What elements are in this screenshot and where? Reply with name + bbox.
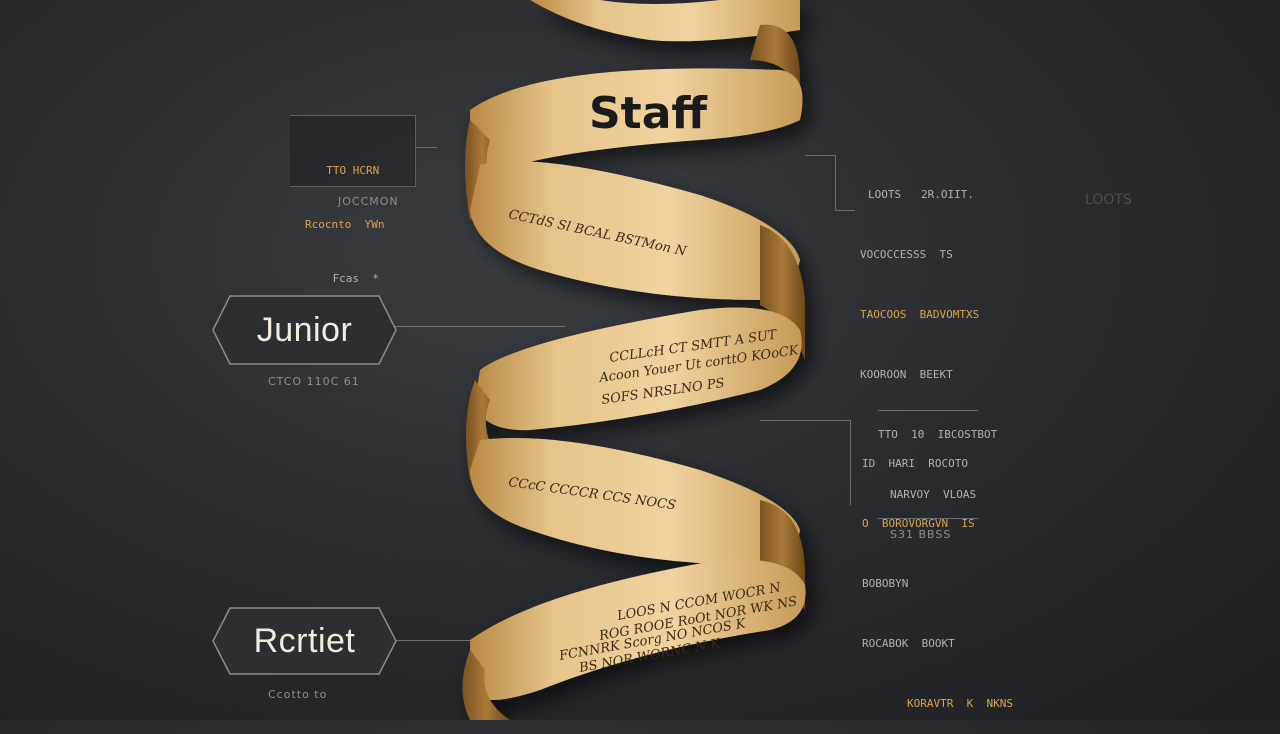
note-right-mid: ID HARI ROCOTO O BOROVORGVN IS BOBOBYN R… (862, 414, 1013, 734)
node-junior-label: Junior (256, 310, 353, 349)
connector-right-mid-v (850, 420, 851, 505)
hexagon-shape (212, 295, 397, 365)
connector-junior (395, 326, 565, 327)
note-line: NARVOY VLOAS (890, 488, 977, 501)
node-junior[interactable]: Junior (212, 295, 397, 365)
note-left-top-box (290, 115, 416, 187)
note-right-mid-caption: S31 BBSS (890, 528, 952, 541)
note-line: Fcas * (332, 272, 379, 285)
note-line: TTO HCRN (326, 164, 380, 177)
hexagon-shape (212, 607, 397, 675)
node-junior-caption: CTCO 110C 61 (268, 375, 360, 388)
note-right-mid-topline (878, 410, 978, 411)
ghost-text: LOOTS (1085, 192, 1132, 208)
note-left-top: TTO HCRN Rcocnto YWn Fcas * (305, 126, 384, 306)
note-line: Rcocnto YWn (305, 218, 385, 231)
note-line: KOOROON BEEKT (860, 368, 953, 381)
note-right-top: LOOTS 2R.OIIT. VOCOCCESSS TS TAOCOOS BAD… (860, 145, 997, 525)
node-rcrtiet-caption: Ccotto to (268, 688, 328, 701)
ribbon-segment-top (530, 0, 800, 42)
node-rcrtiet-label: Rcrtiet (253, 621, 356, 660)
note-line: VOCOCCESSS TS (860, 248, 953, 261)
connector-right-top-v (835, 155, 836, 210)
ribbon-segment-3 (475, 307, 802, 431)
connector-rcrtiet (395, 640, 470, 641)
connector-right-mid-h (760, 420, 850, 421)
note-line: TTO 10 IBCOSTBOT (878, 428, 998, 441)
note-line: ID HARI ROCOTO (862, 457, 968, 470)
ribbon-segment-4 (470, 438, 800, 565)
connector-right-top-h (805, 155, 835, 156)
note-line: O BOROVORGVN IS (862, 517, 975, 530)
ribbon-segment-2 (470, 161, 800, 300)
connector-right-top-h2 (835, 210, 855, 211)
ribbon-segment-5 (470, 559, 806, 700)
connector-left-top (415, 147, 437, 148)
ribbon-segment-1 (470, 68, 803, 171)
note-line: TAOCOOS BADVOMTXS (860, 308, 980, 321)
note-right-mid-bottomline (878, 518, 978, 519)
note-left-top-caption: JOCCMON (338, 195, 399, 208)
note-line: KORAVTR K NKNS (907, 697, 1013, 710)
node-rcrtiet[interactable]: Rcrtiet (212, 607, 397, 675)
note-line: ROCABOK BOOKT (862, 637, 955, 650)
note-line: LOOTS 2R.OIIT. (868, 188, 974, 201)
note-line: BOBOBYN (862, 577, 909, 590)
ribbon-title: Staff (589, 88, 708, 139)
